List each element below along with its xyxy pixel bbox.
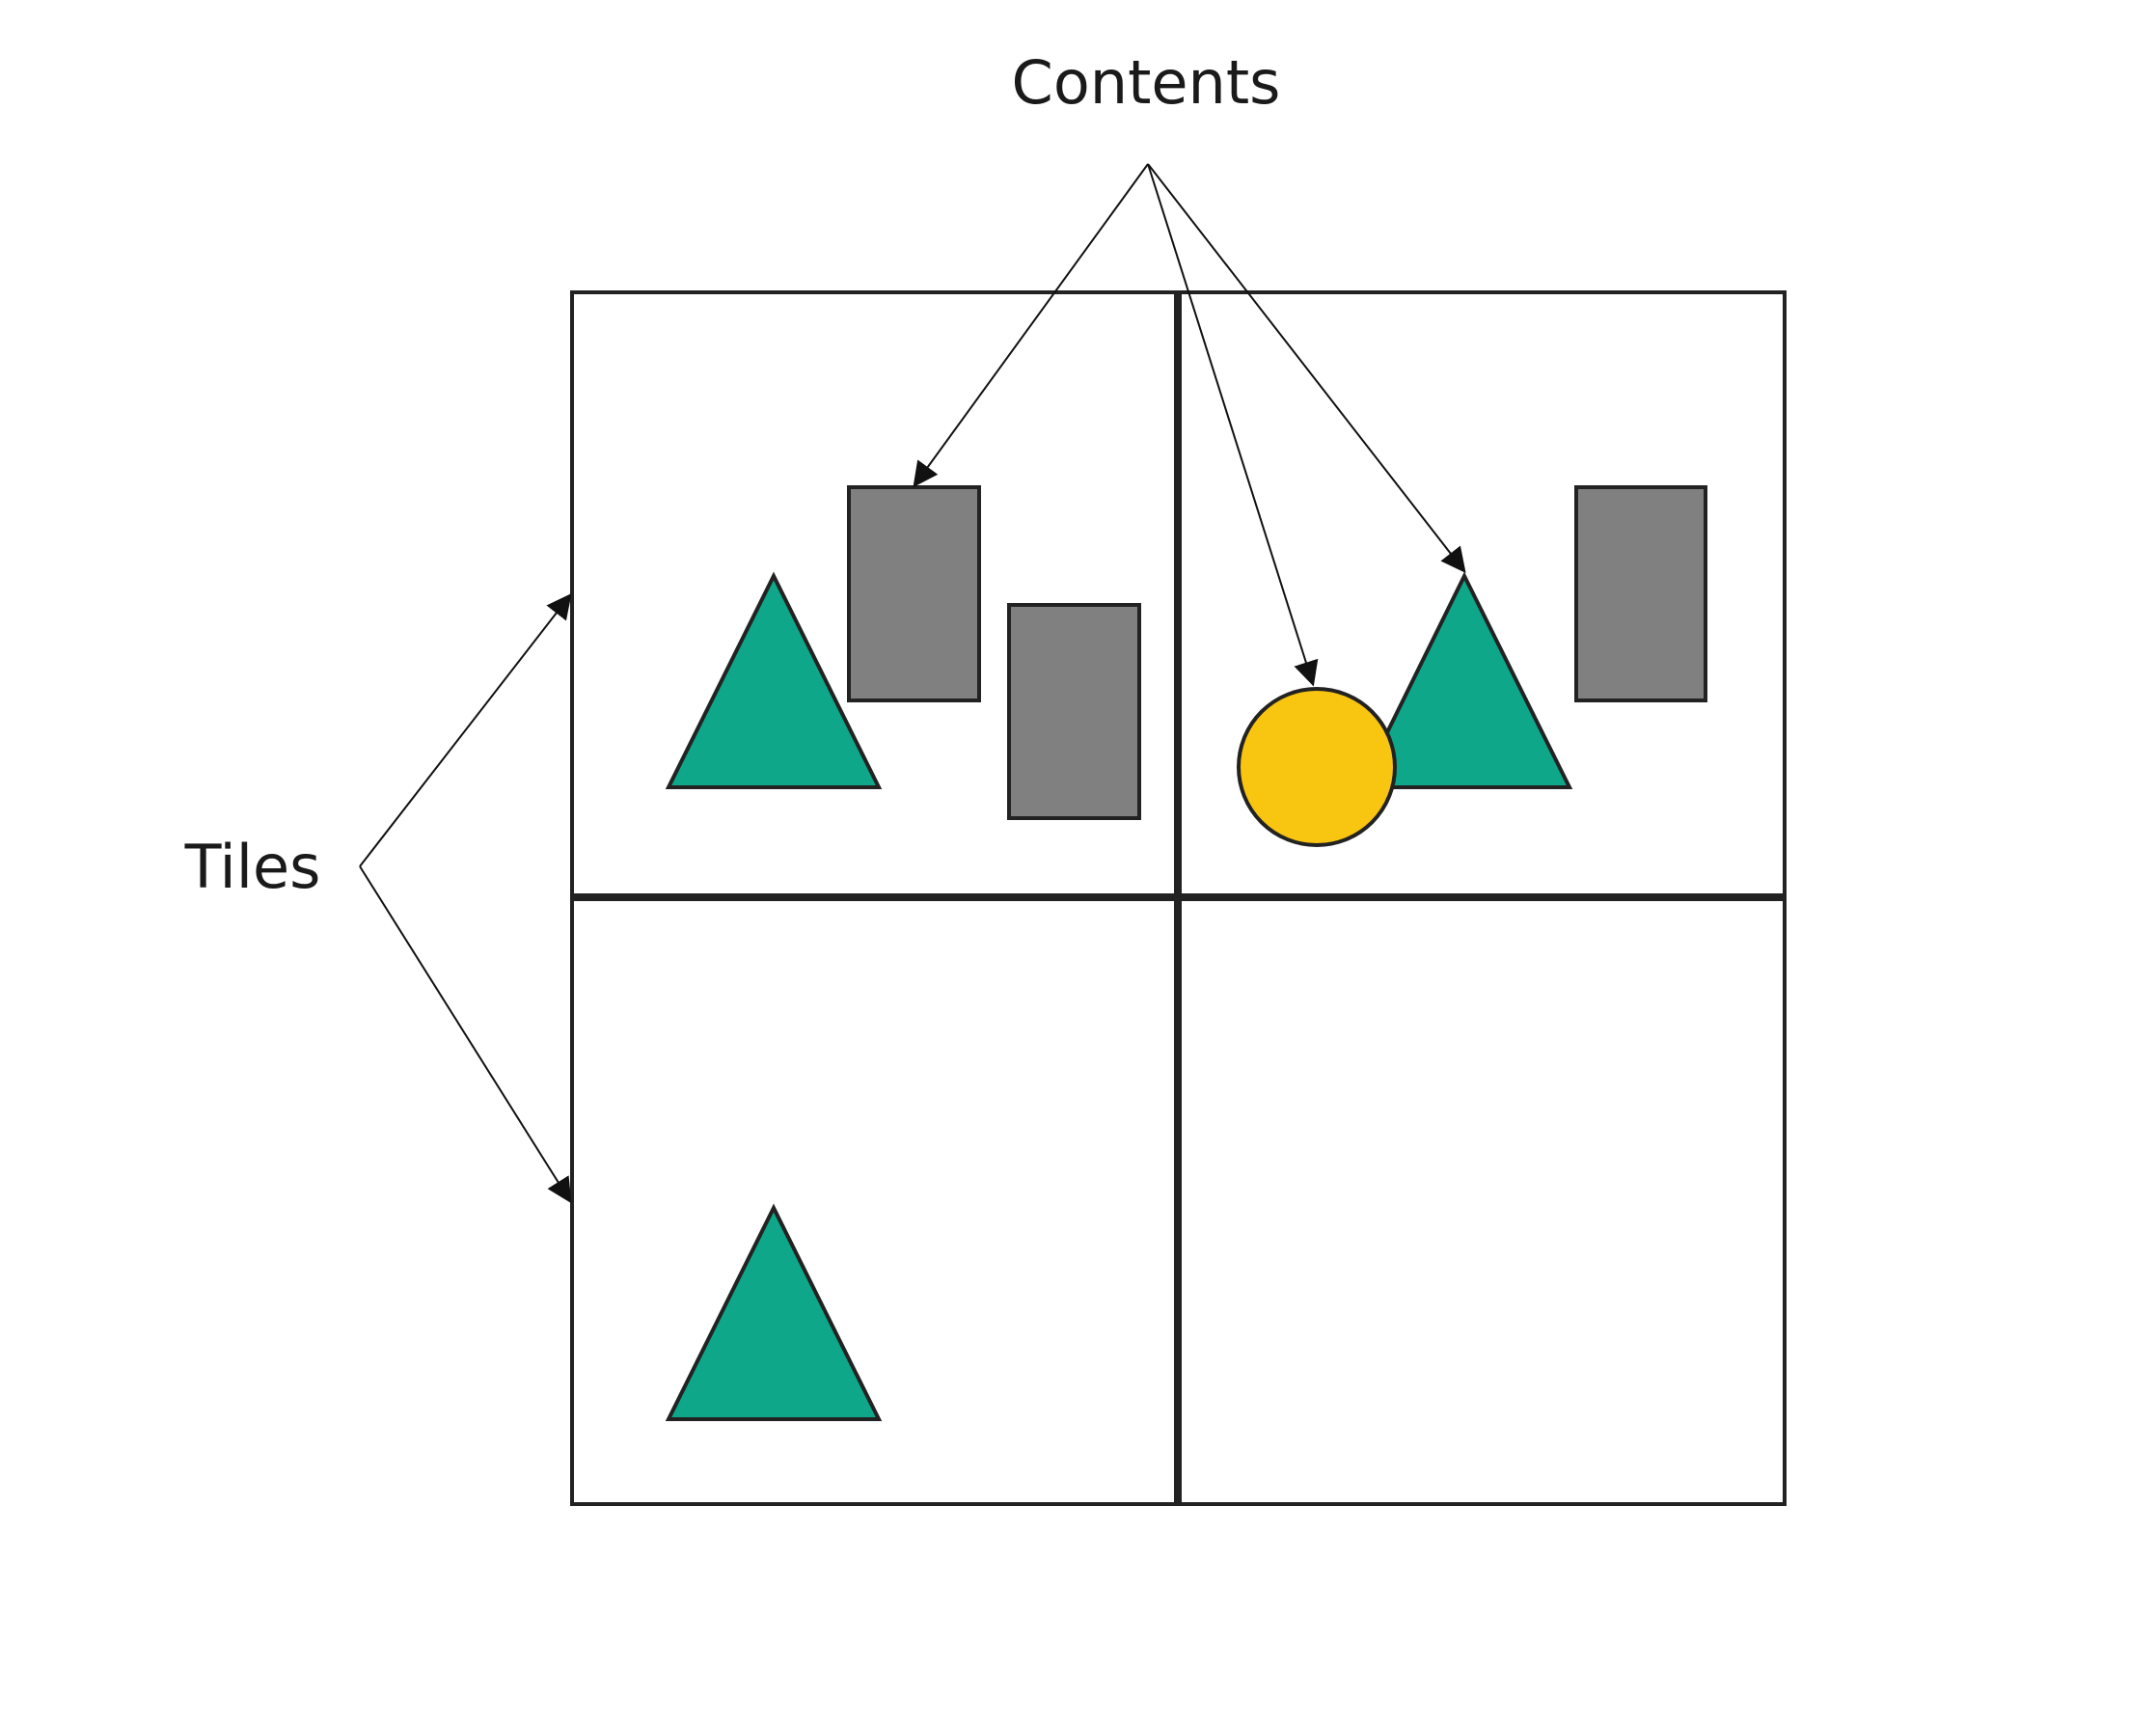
- triangle-shape: [665, 1203, 883, 1421]
- tiles-label: Tiles: [184, 832, 321, 902]
- tile-grid: [570, 290, 1787, 1506]
- rectangle-shape: [1574, 485, 1707, 702]
- contents-label: Contents: [1012, 47, 1281, 118]
- contents-arrows: [913, 163, 1466, 687]
- circle-shape: [1237, 687, 1397, 847]
- triangle-shape: [1356, 571, 1573, 789]
- tile-bottom-right: [1176, 895, 1787, 1506]
- rectangle-shape: [847, 485, 981, 702]
- triangle-shape: [665, 571, 883, 789]
- arrow-to-bottom-tile: [359, 865, 572, 1204]
- arrow-to-rectangle: [913, 163, 1149, 488]
- arrow-to-top-tile: [359, 592, 572, 867]
- tiles-arrows: [359, 592, 572, 1204]
- rectangle-shape: [1007, 603, 1141, 820]
- arrow-to-circle: [1147, 163, 1319, 687]
- arrow-to-triangle: [1147, 163, 1466, 574]
